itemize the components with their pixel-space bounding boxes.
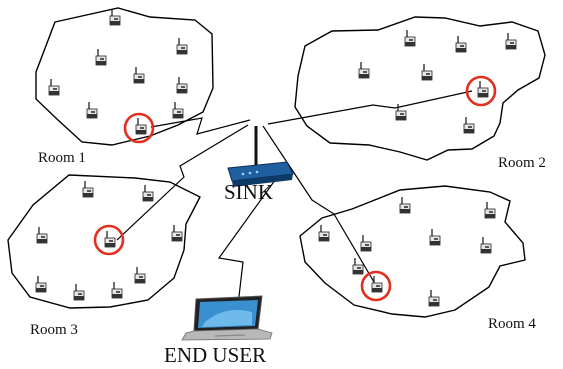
sensor-node-icon bbox=[82, 180, 94, 198]
cluster-head-highlight-room-4 bbox=[360, 270, 392, 302]
sensor-node-icon bbox=[404, 29, 416, 47]
sensor-node-icon bbox=[135, 117, 147, 135]
sensor-node-icon bbox=[505, 32, 517, 50]
sensor-node-icon bbox=[104, 230, 116, 248]
sensor-node-icon bbox=[484, 201, 496, 219]
sensor-node-icon bbox=[463, 116, 475, 134]
sensor-node-icon bbox=[477, 80, 489, 98]
room-2-boundary bbox=[294, 16, 546, 161]
sensor-node-icon bbox=[428, 289, 440, 307]
sensor-node-icon bbox=[399, 196, 411, 214]
sensor-node-icon bbox=[36, 226, 48, 244]
sensor-node-icon bbox=[360, 234, 372, 252]
sensor-node-icon bbox=[421, 63, 433, 81]
room-1-boundary bbox=[35, 7, 214, 146]
sensor-node-icon bbox=[109, 8, 121, 26]
sensor-node-icon bbox=[95, 48, 107, 66]
link-room2-sink bbox=[267, 90, 473, 125]
sensor-node-icon bbox=[86, 101, 98, 119]
sensor-node-icon bbox=[134, 266, 146, 284]
room-1-label: Room 1 bbox=[38, 150, 86, 166]
sensor-node-icon bbox=[429, 228, 441, 246]
sensor-node-icon bbox=[48, 78, 60, 96]
end-user-label: END USER bbox=[164, 343, 266, 367]
sensor-node-icon bbox=[142, 184, 154, 202]
sensor-node-icon bbox=[480, 236, 492, 254]
room-3-boundary bbox=[7, 174, 201, 309]
sensor-node-icon bbox=[171, 224, 183, 242]
link-room3-sink bbox=[116, 124, 249, 241]
sensor-node-icon bbox=[176, 76, 188, 94]
sensor-node-icon bbox=[358, 61, 370, 79]
sensor-node-icon bbox=[73, 283, 85, 301]
link-sink-enduser bbox=[217, 175, 279, 306]
cluster-head-highlight-room-2 bbox=[465, 75, 497, 107]
sensor-node-icon bbox=[176, 37, 188, 55]
sensor-node-icon bbox=[455, 35, 467, 53]
sensor-node-icon bbox=[371, 275, 383, 293]
sensor-node-icon bbox=[318, 224, 330, 242]
sensor-node-icon bbox=[133, 66, 145, 84]
sink-label: SINK bbox=[224, 180, 273, 204]
laptop-icon bbox=[181, 295, 273, 341]
sensor-node-icon bbox=[172, 101, 184, 119]
link-room4-sink bbox=[262, 125, 375, 283]
link-room1-sink bbox=[150, 117, 251, 135]
sensor-node-icon bbox=[111, 281, 123, 299]
router-icon bbox=[227, 126, 294, 187]
room-4-boundary bbox=[299, 185, 526, 318]
cluster-head-highlight-room-3 bbox=[93, 224, 125, 256]
room-3-label: Room 3 bbox=[30, 322, 78, 338]
room-4-label: Room 4 bbox=[488, 316, 536, 332]
sensor-node-icon bbox=[35, 275, 47, 293]
cluster-head-highlight-room-1 bbox=[123, 112, 155, 144]
room-2-label: Room 2 bbox=[498, 155, 546, 171]
room-4-nodes bbox=[318, 196, 496, 307]
room-1-nodes bbox=[48, 8, 188, 135]
